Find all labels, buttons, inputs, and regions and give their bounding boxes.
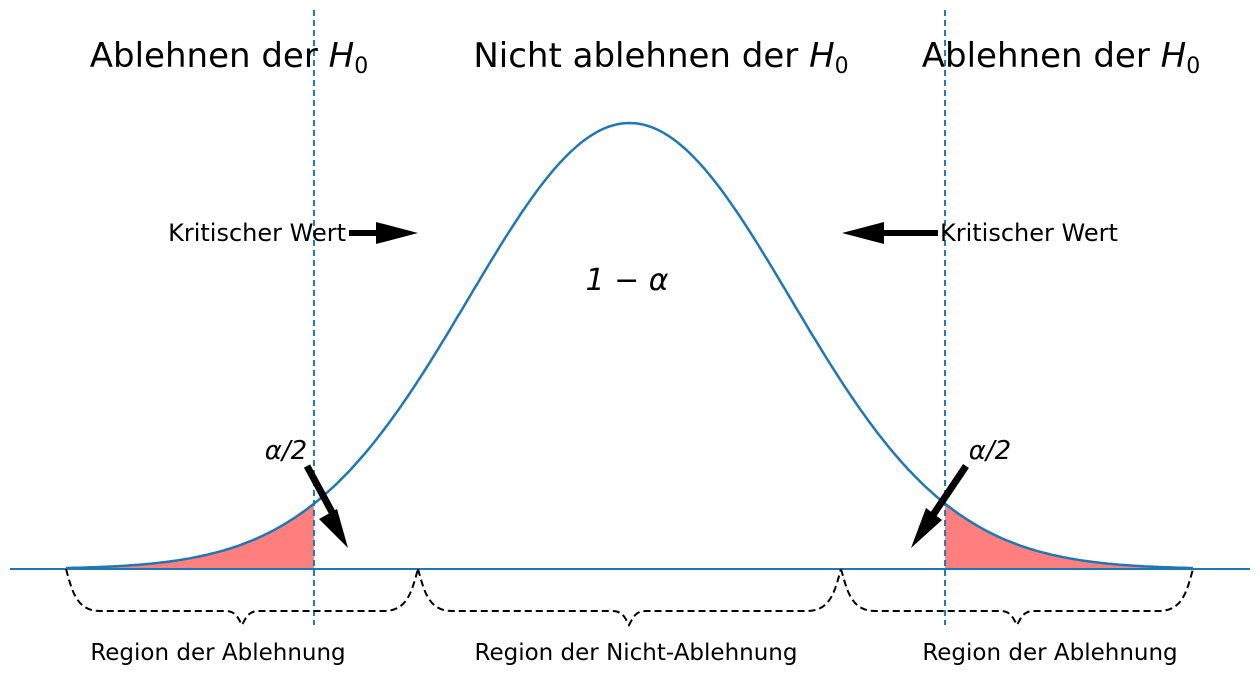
tail-arrow-right [911,464,969,548]
left-rejection-area [66,503,314,569]
region-title-middle: Nicht ablehnen der H0 [473,36,848,79]
right-rejection-area [945,503,1193,569]
critical-value-label-right: Kritischer Wert [940,219,1118,247]
tail-probability-label-left: α/2 [265,436,307,466]
critical-value-arrow-left [349,222,418,244]
brace-left [65,568,419,628]
region-title-left: Ablehnen der H0 [90,36,368,79]
critical-value-arrow-right [842,222,938,244]
region-title-right: Ablehnen der H0 [922,36,1200,79]
brace-right [840,568,1194,628]
region-label-left: Region der Ablehnung [90,640,345,666]
region-label-middle: Region der Nicht-Ablehnung [475,640,798,666]
brace-middle [417,568,842,628]
tail-probability-label-right: α/2 [969,436,1011,466]
non-rejection-probability-label: 1 − α [585,263,668,298]
region-label-right: Region der Ablehnung [922,640,1177,666]
tail-arrow-left [303,464,348,548]
critical-value-label-left: Kritischer Wert [168,219,346,247]
normal-distribution-curve [66,121,1193,570]
